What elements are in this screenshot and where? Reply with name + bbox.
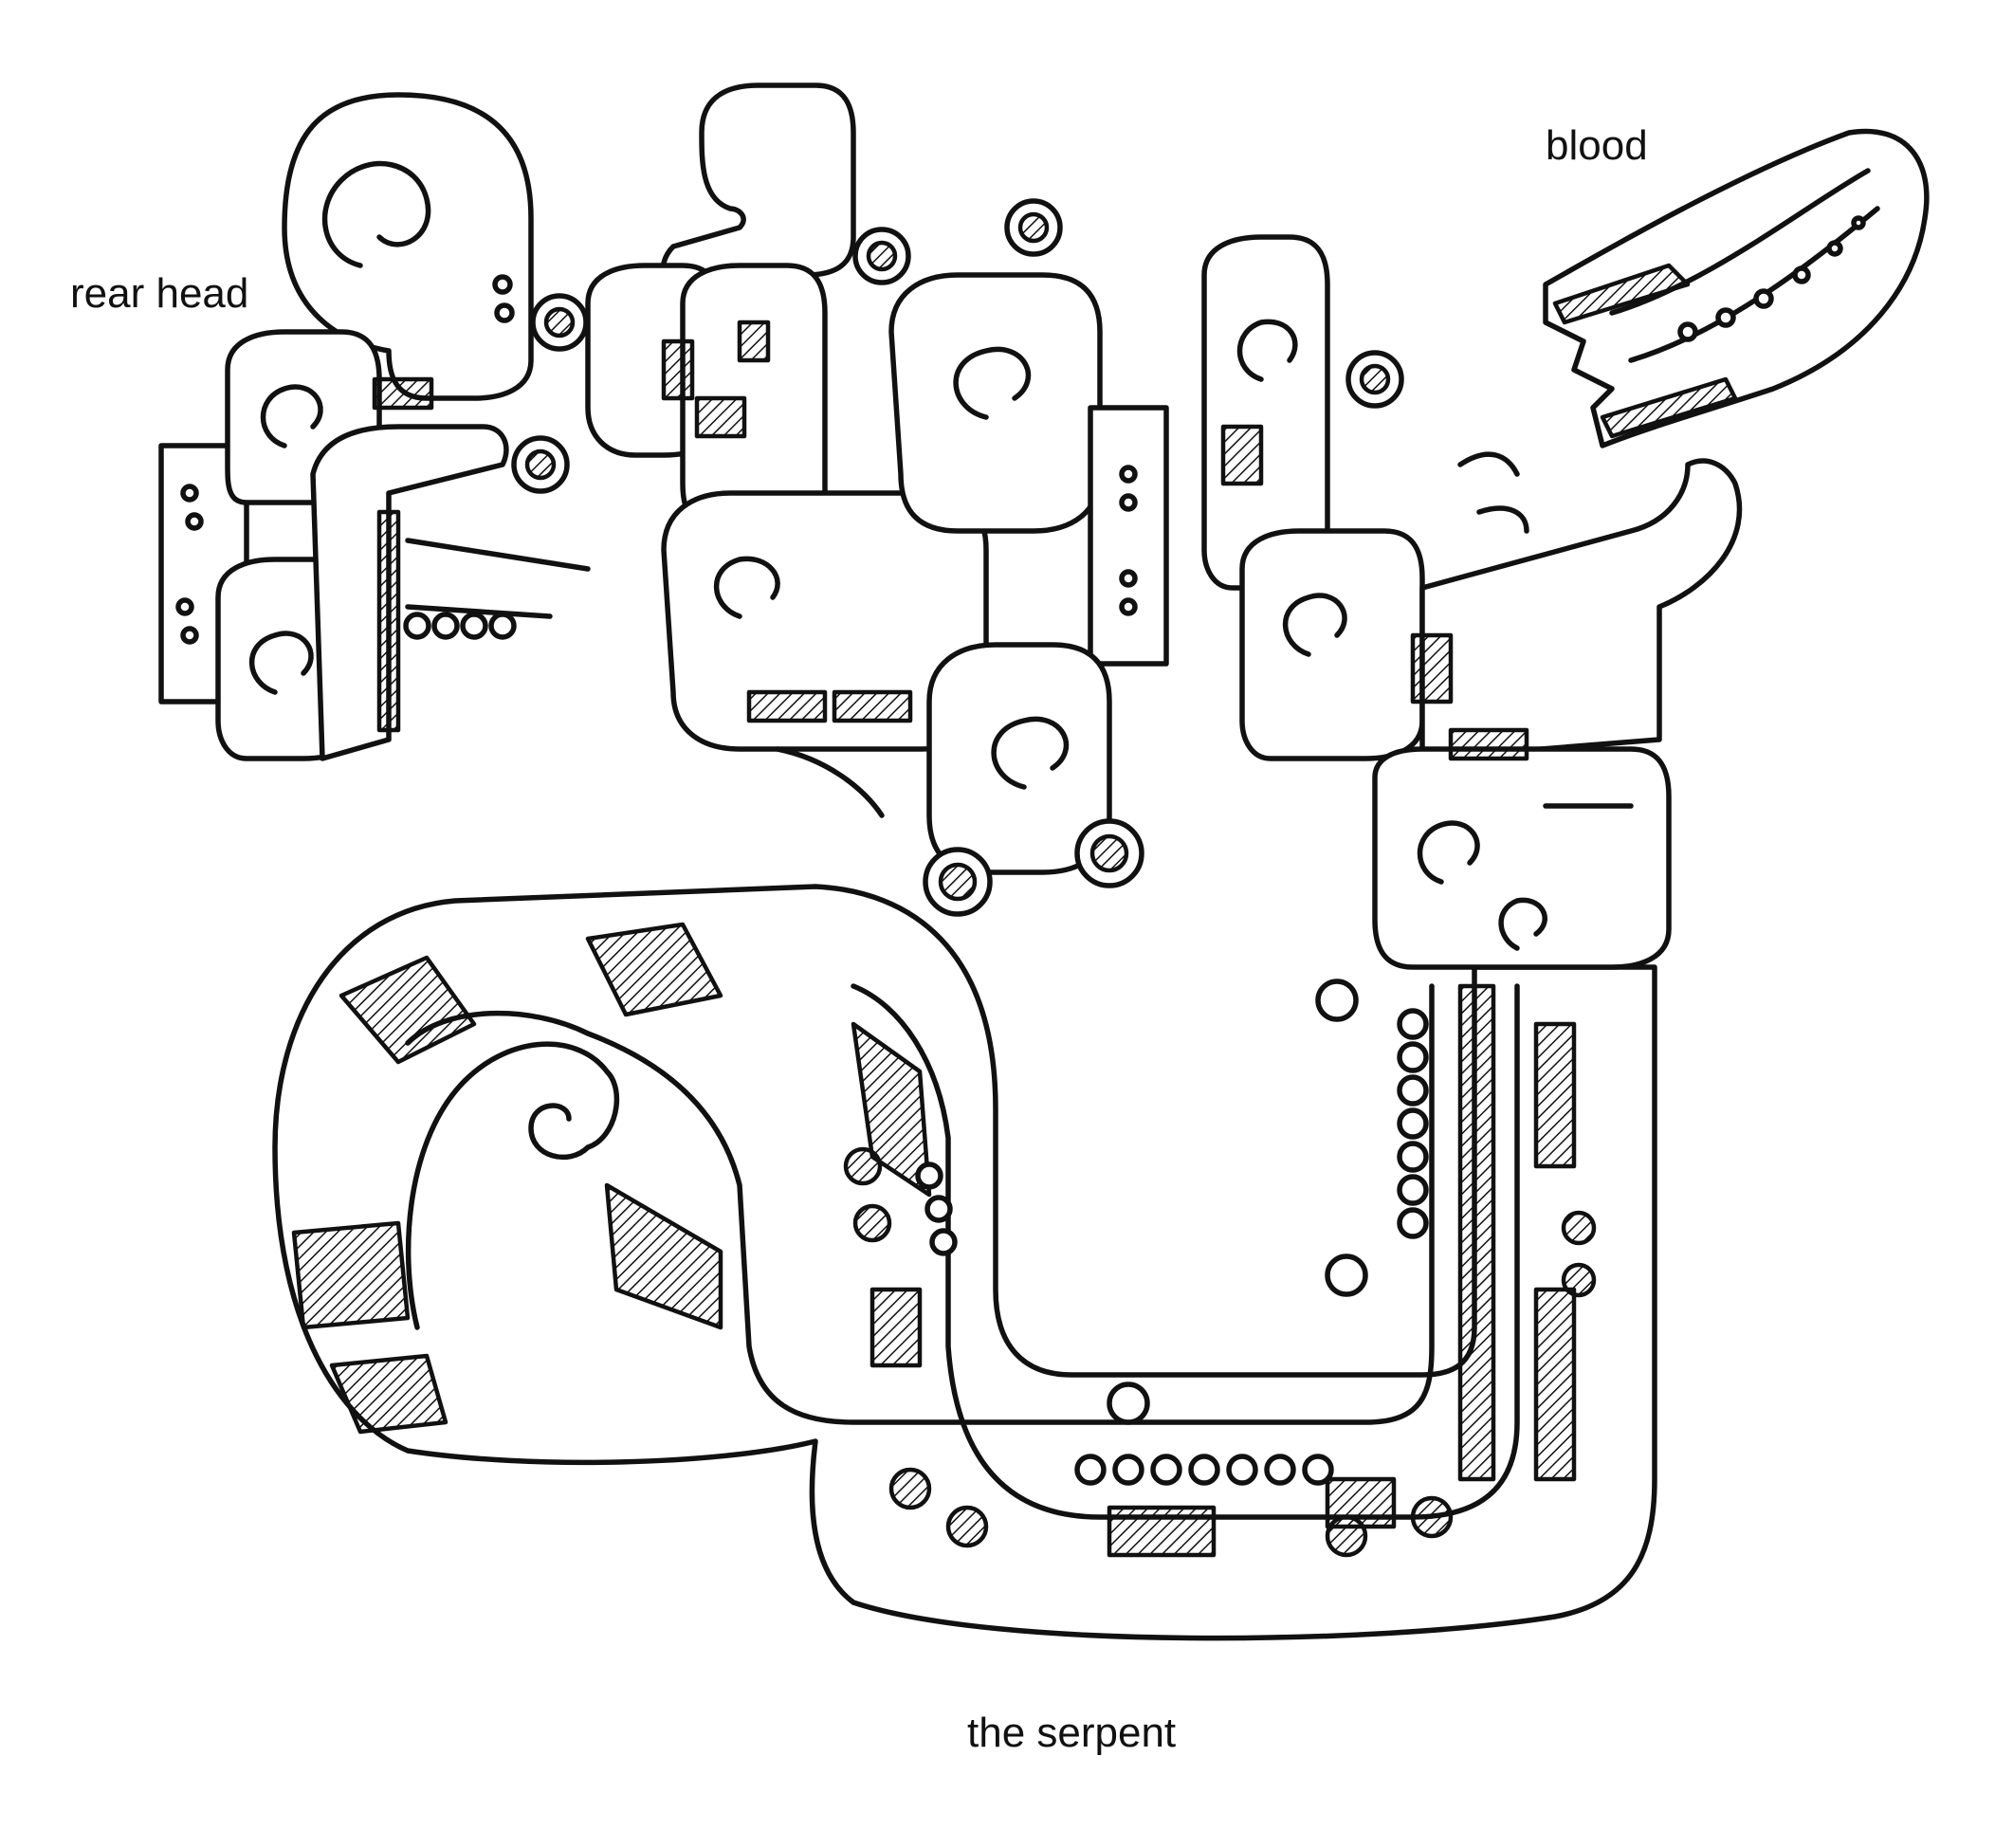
body-band-10 — [869, 1287, 923, 1368]
body-band-4 — [329, 1353, 448, 1435]
body-band-8 — [1107, 1505, 1217, 1558]
blood-dots — [1677, 215, 1866, 342]
front-head-snout — [1419, 458, 1743, 761]
headdress-ear-scroll — [888, 272, 1103, 534]
rear-head-beads — [403, 612, 517, 640]
front-head-discs — [1345, 350, 1404, 409]
label-the-serpent: the serpent — [967, 1710, 1177, 1756]
front-head-tongue — [1457, 451, 1529, 534]
label-rear-head: rear head — [70, 270, 249, 317]
body-band-5 — [604, 1182, 723, 1330]
body-beads — [843, 979, 1597, 1558]
body-band-9 — [1325, 1476, 1397, 1529]
headdress-top-hook — [660, 82, 856, 297]
body-band-7 — [1457, 983, 1496, 1482]
serpent-inner-curl — [405, 1041, 620, 1330]
body-band-3 — [291, 1220, 411, 1330]
central-headdress — [511, 82, 1169, 917]
rear-head — [158, 92, 591, 761]
body-band-12 — [1533, 1287, 1577, 1482]
front-head-jaw — [1239, 528, 1425, 761]
headdress-side-panel — [1088, 405, 1169, 667]
body-band-1 — [339, 955, 477, 1065]
rear-head-jaw — [310, 424, 509, 761]
headdress-discs — [511, 198, 1144, 917]
serpent-body — [272, 884, 1657, 1641]
label-blood: blood — [1546, 122, 1648, 169]
serpent-belly-line — [851, 983, 1520, 1520]
serpent-inner-track — [405, 983, 1435, 1425]
body-band-2 — [585, 922, 723, 1017]
headdress-chin-line — [775, 746, 885, 818]
front-head — [1201, 234, 1743, 970]
blood-scroll — [1543, 128, 1930, 448]
body-band-11 — [1533, 1021, 1577, 1169]
front-head-crest — [1201, 234, 1330, 591]
blood-outline — [1543, 128, 1930, 448]
